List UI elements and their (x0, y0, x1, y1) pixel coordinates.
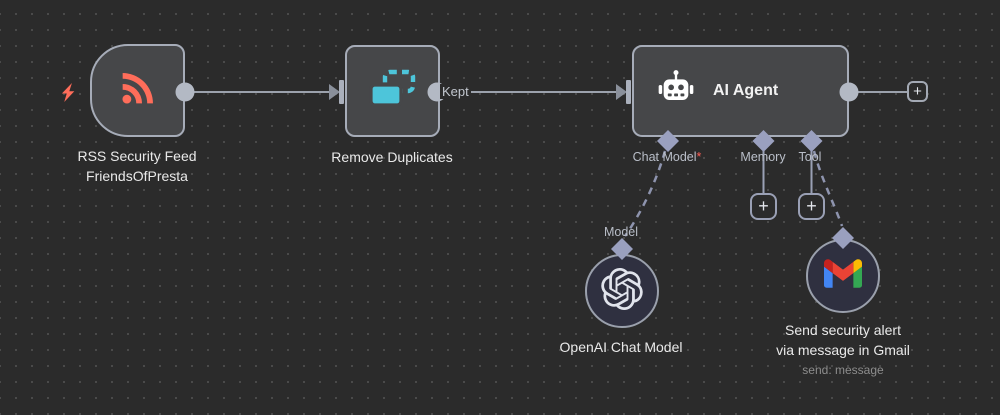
remove-duplicates-label: Remove Duplicates (331, 149, 453, 165)
input-bar (339, 80, 344, 104)
gmail-node-subtitle: send: message (802, 363, 884, 377)
gmail-node-label: Send security alert via message in Gmail (776, 322, 910, 358)
openai-icon (601, 267, 643, 315)
node-gmail[interactable] (806, 239, 880, 313)
rss-icon (115, 65, 161, 116)
input-arrow-icon (329, 84, 340, 100)
duplicate-icon (368, 68, 418, 115)
port-gmail-tool[interactable] (832, 227, 854, 249)
node-remove-duplicates[interactable] (345, 45, 440, 137)
add-memory-button[interactable]: + (750, 193, 777, 220)
add-node-button[interactable]: + (907, 81, 928, 102)
port-label-chat-model: Chat Model* (632, 150, 702, 164)
add-tool-button[interactable]: + (798, 193, 825, 220)
ai-agent-title: AI Agent (713, 82, 779, 99)
port-openai-model[interactable] (611, 238, 633, 260)
openai-node-label: OpenAI Chat Model (559, 339, 683, 355)
input-arrow-icon (616, 84, 627, 100)
port-chat-model[interactable] (657, 130, 679, 152)
lightning-bolt-icon (59, 83, 79, 107)
port-label-model: Model (603, 225, 639, 239)
port-label-memory: Memory (740, 150, 786, 164)
robot-icon (656, 69, 696, 114)
rss-node-label: RSS Security Feed FriendsOfPresta (77, 148, 197, 184)
input-bar (626, 80, 631, 104)
gmail-icon (824, 259, 862, 293)
required-asterisk: * (696, 150, 702, 164)
connection-tool-to-gmail[interactable] (812, 150, 844, 227)
output-label-kept: Kept (440, 84, 471, 99)
node-rss-security-feed[interactable] (90, 44, 185, 137)
port-tool[interactable] (800, 130, 823, 152)
port-label-tool: Tool (798, 150, 822, 164)
port-memory[interactable] (752, 130, 775, 152)
output-dot-rss[interactable] (175, 82, 195, 102)
output-dot-agent[interactable] (839, 82, 859, 102)
